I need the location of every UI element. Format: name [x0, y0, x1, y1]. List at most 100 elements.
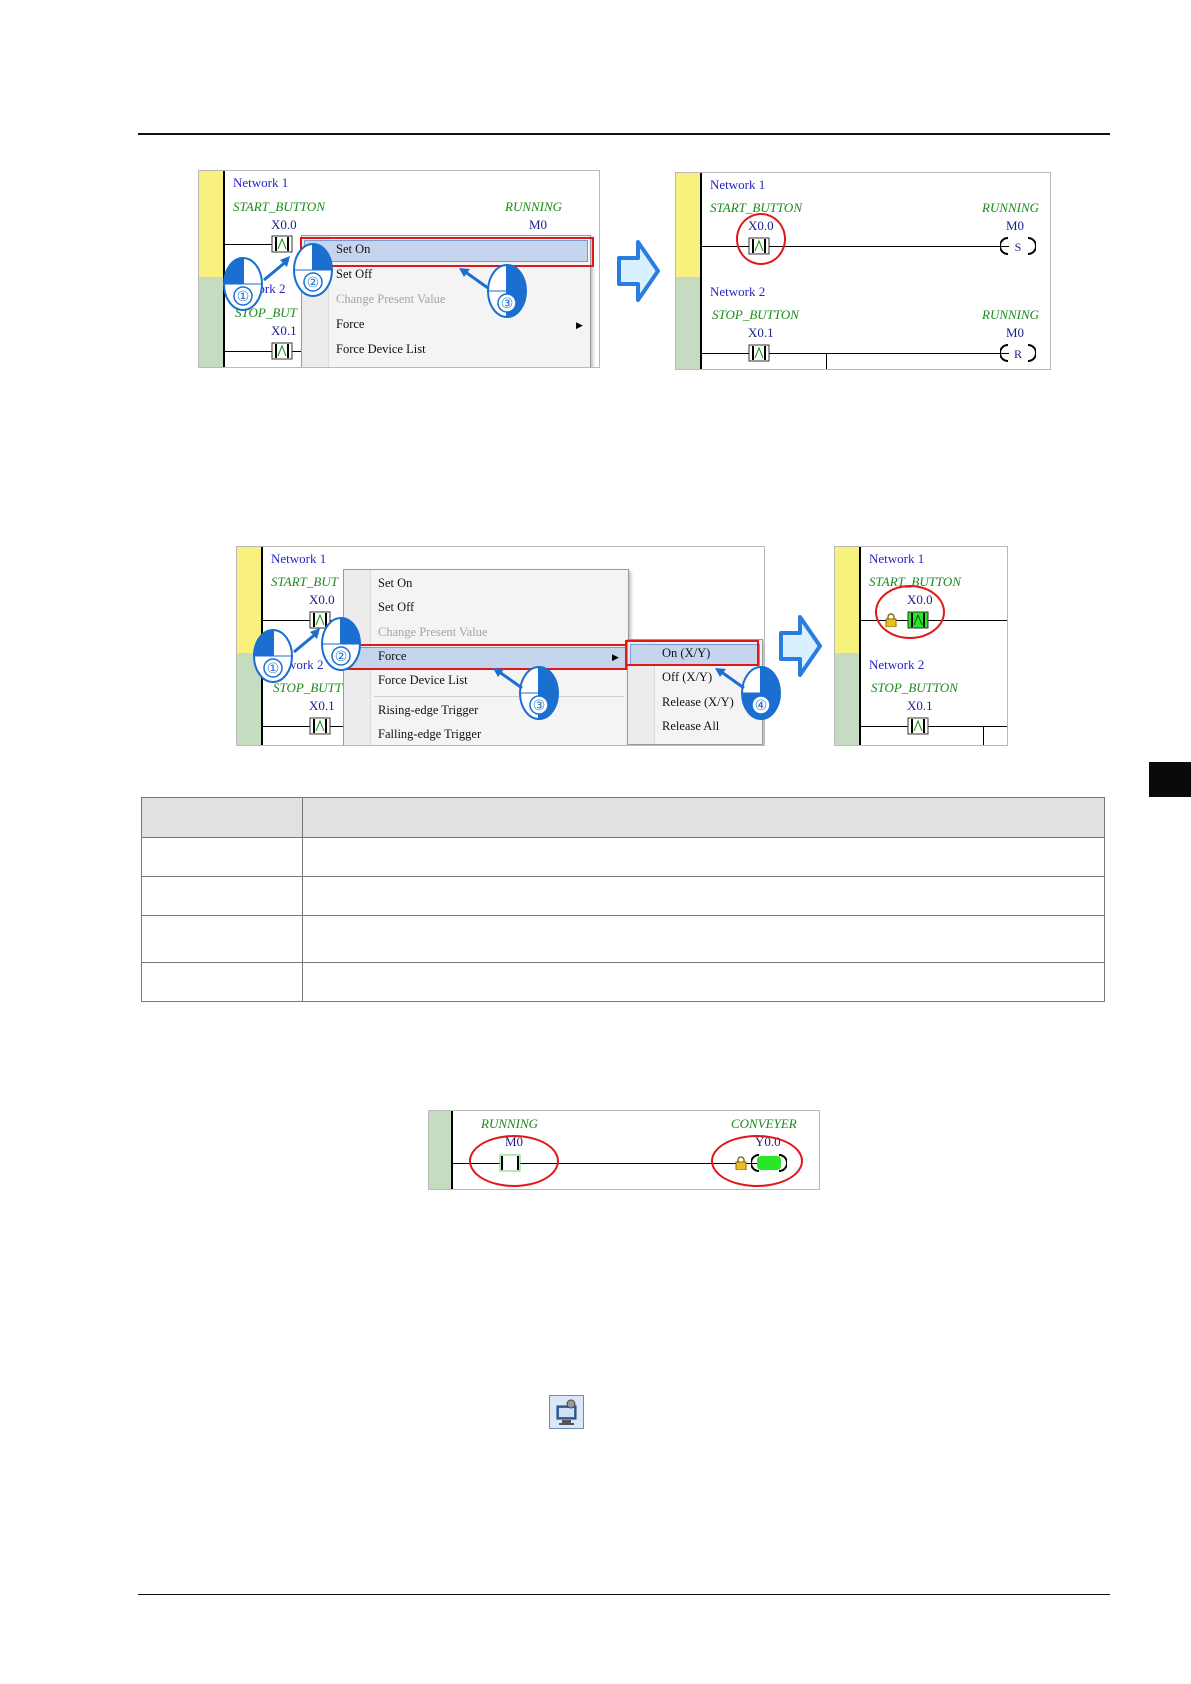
menu-separator — [374, 696, 624, 697]
rising-edge-contact[interactable] — [271, 342, 293, 360]
highlight-ellipse — [469, 1135, 559, 1187]
symbol-label: STOP_BUTT — [273, 680, 343, 695]
table-row — [141, 962, 1105, 1002]
highlight-ellipse — [711, 1135, 803, 1187]
set-coil: S — [1000, 237, 1036, 255]
network-label: work 2 — [287, 657, 324, 672]
menu-item-change-present-value: Change Present Value — [336, 292, 446, 306]
menu-item-set-off[interactable]: Set Off — [336, 267, 373, 281]
menu-item-force-device-list[interactable]: Force Device List — [378, 673, 468, 687]
highlight-box — [341, 644, 627, 670]
submenu-arrow-icon: ▶ — [576, 320, 583, 330]
device-address: M0 — [1006, 218, 1025, 233]
highlight-box — [300, 237, 594, 267]
rising-edge-contact[interactable] — [271, 235, 293, 253]
submenu-arrow-icon: ▶ — [612, 652, 619, 662]
chapter-tab-marker — [1149, 762, 1191, 797]
symbol-label: CONVEYER — [731, 1116, 797, 1131]
device-address: X0.1 — [907, 698, 933, 713]
mouse-step-badge: ② — [292, 242, 334, 303]
device-address: X0.0 — [309, 592, 335, 607]
rising-edge-contact[interactable] — [309, 717, 331, 735]
menu-item-set-on[interactable]: Set On — [336, 242, 371, 256]
fig1-left-ladder: Network 1 START_BUTTON X0.0 RUNNING M0 w… — [198, 170, 600, 368]
network-label: Network 1 — [271, 551, 327, 566]
menu-item-release-xy[interactable]: Release (X/Y) — [662, 695, 734, 709]
menu-item-force-device-list[interactable]: Force Device List — [336, 342, 426, 356]
badge-number: ① — [267, 661, 280, 677]
symbol-label: START_BUTTON — [710, 200, 802, 215]
pointer-arrow-icon — [293, 628, 320, 654]
table-header-row — [141, 797, 1105, 838]
network-label: Network 2 — [869, 657, 925, 672]
badge-number: ③ — [533, 698, 546, 714]
menu-item-on-xy[interactable]: On (X/Y) — [662, 646, 711, 660]
device-address: M0 — [1006, 325, 1025, 340]
symbol-label: RUNNING — [982, 307, 1040, 322]
power-rail — [451, 1111, 453, 1189]
footer-rule — [138, 1594, 1110, 1595]
menu-item-set-off[interactable]: Set Off — [378, 600, 415, 614]
network-label: Network 1 — [710, 177, 766, 192]
badge-number: ④ — [755, 698, 768, 714]
badge-number: ① — [237, 289, 250, 305]
power-rail — [700, 173, 702, 369]
symbol-label: RUNNING — [505, 199, 563, 214]
pointer-arrow-icon — [459, 268, 489, 290]
rising-edge-contact — [907, 717, 929, 735]
power-rail — [859, 547, 861, 745]
fig1-right-ladder: Network 1 START_BUTTON X0.0 RUNNING M0 S… — [675, 172, 1051, 370]
fig2-right-ladder: Network 1 START_BUTTON X0.0 Network 2 ST… — [834, 546, 1008, 746]
pointer-arrow-icon — [263, 256, 290, 282]
power-rail — [223, 171, 225, 367]
rising-edge-contact — [748, 344, 770, 362]
pointer-arrow-icon — [715, 668, 745, 690]
network-label: Network 1 — [233, 175, 289, 190]
device-address: X0.1 — [748, 325, 774, 340]
network-label: Network 1 — [869, 551, 925, 566]
badge-number: ③ — [501, 296, 514, 312]
header-rule — [138, 133, 1110, 135]
mouse-step-badge: ③ — [486, 263, 528, 324]
mouse-step-badge: ① — [222, 256, 264, 317]
symbol-label: STOP_BUTTON — [712, 307, 799, 322]
badge-number: ② — [335, 649, 348, 665]
mouse-step-badge: ② — [320, 616, 362, 677]
network-label: Network 2 — [710, 284, 766, 299]
force-submenu[interactable]: On (X/Y) Off (X/Y) Release (X/Y) Release… — [627, 639, 763, 745]
device-address: X0.1 — [271, 323, 297, 338]
fig2-left-ladder: Network 1 START_BUT X0.0 work 2 STOP_BUT… — [236, 546, 765, 746]
table-row — [141, 837, 1105, 877]
menu-item-falling-edge-trigger[interactable]: Falling-edge Trigger — [378, 727, 482, 741]
menu-item-change-present-value: Change Present Value — [378, 625, 488, 639]
mouse-step-badge: ③ — [518, 665, 560, 726]
device-address: M0 — [529, 217, 548, 232]
pc-monitor-icon[interactable] — [549, 1395, 584, 1429]
symbol-label: START_BUTTON — [869, 574, 961, 589]
highlight-ellipse — [736, 213, 786, 265]
menu-item-off-xy[interactable]: Off (X/Y) — [662, 670, 713, 684]
menu-item-force[interactable]: Force — [336, 317, 365, 331]
coil-letter: R — [1014, 347, 1022, 361]
right-arrow-icon — [779, 615, 822, 677]
symbol-label: START_BUT — [271, 574, 338, 589]
symbol-label: RUNNING — [982, 200, 1040, 215]
reset-coil: R — [1000, 344, 1036, 362]
menu-item-rising-edge-trigger[interactable]: Rising-edge Trigger — [378, 703, 479, 717]
table-row — [141, 876, 1105, 916]
highlight-ellipse — [875, 585, 945, 639]
device-address: X0.1 — [309, 698, 335, 713]
table-row — [141, 915, 1105, 963]
menu-item-set-on[interactable]: Set On — [378, 576, 413, 590]
menu-item-force[interactable]: Force — [378, 649, 407, 663]
menu-item-release-all[interactable]: Release All — [662, 719, 720, 733]
symbol-label: RUNNING — [481, 1116, 539, 1131]
option-table — [141, 797, 1105, 1002]
right-arrow-icon — [617, 240, 660, 302]
highlight-box — [625, 640, 759, 666]
rising-edge-contact[interactable] — [309, 611, 331, 629]
mouse-step-badge: ① — [252, 628, 294, 689]
fig3-ladder: RUNNING M0 CONVEYER Y0.0 — [428, 1110, 820, 1190]
device-address: X0.0 — [271, 217, 297, 232]
mouse-step-badge: ④ — [740, 665, 782, 726]
